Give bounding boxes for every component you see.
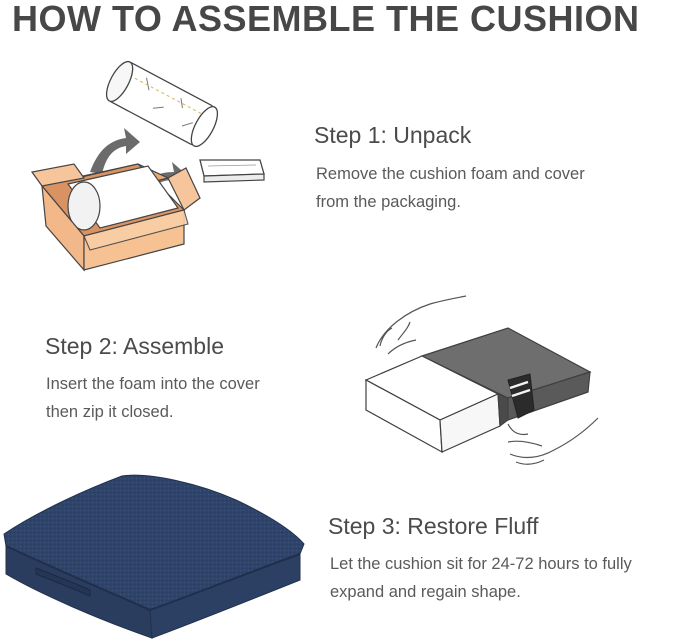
step-3-description: Let the cushion sit for 24-72 hours to f…	[330, 550, 632, 606]
step-1-heading: Step 1: Unpack	[314, 122, 472, 148]
foam-insert-illustration	[364, 295, 599, 465]
step-3-heading: Step 3: Restore Fluff	[328, 513, 539, 539]
step-1-line-2: from the packaging.	[316, 193, 461, 211]
navy-cushion-illustration	[3, 474, 305, 639]
box-unpack-illustration	[30, 60, 265, 272]
step-3-line-2: expand and regain shape.	[330, 583, 521, 601]
step-3-line-1: Let the cushion sit for 24-72 hours to f…	[330, 555, 632, 573]
arrow-up-icon	[90, 128, 140, 174]
step-1-line-1: Remove the cushion foam and cover	[316, 165, 585, 183]
step-1-description: Remove the cushion foam and cover from t…	[316, 160, 585, 216]
folded-cover-icon	[199, 159, 265, 183]
step-2-heading: Step 2: Assemble	[45, 333, 224, 359]
hand-bottom-icon	[507, 417, 599, 465]
step-2-line-2: then zip it closed.	[46, 403, 174, 421]
step-2-description: Insert the foam into the cover then zip …	[46, 370, 260, 426]
rolled-foam-icon	[105, 60, 219, 148]
hand-top-icon	[375, 295, 467, 355]
page-title: HOW TO ASSEMBLE THE CUSHION	[12, 0, 640, 39]
cushion-handle	[35, 567, 91, 597]
cardboard-box-icon	[30, 163, 201, 272]
step-2-line-1: Insert the foam into the cover	[46, 375, 260, 393]
